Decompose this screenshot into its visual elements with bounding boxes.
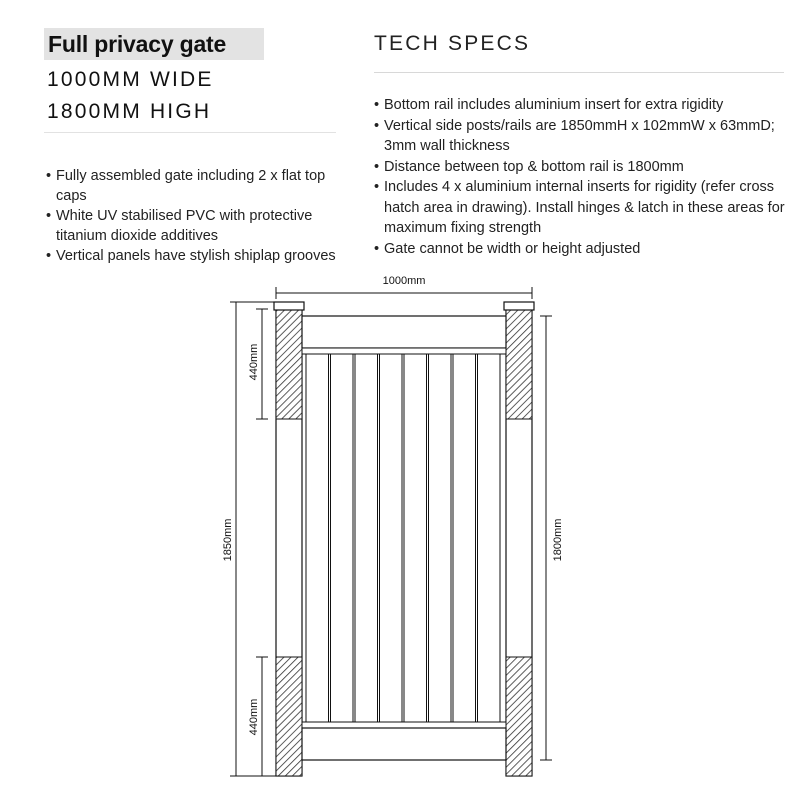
vertical-panels	[305, 353, 501, 723]
left-bottom-insert-hatch	[275, 656, 303, 777]
top-rail	[301, 315, 507, 349]
top-rail-lip	[301, 347, 507, 355]
tech-specs-divider	[374, 72, 784, 73]
rail-distance-dimension-label: 1800mm	[552, 519, 564, 562]
left-top-insert-hatch	[275, 308, 303, 420]
page-title: Full privacy gate	[44, 28, 264, 60]
spec-item: Distance between top & bottom rail is 18…	[374, 157, 794, 178]
bottom-insert-dimension-label: 440mm	[248, 699, 260, 736]
right-top-insert-hatch	[505, 308, 533, 420]
vertical-panel	[305, 353, 329, 723]
width-dimension-label: 1000mm	[383, 275, 426, 287]
vertical-panel	[452, 353, 476, 723]
right-top-cap	[503, 301, 535, 311]
vertical-panel	[428, 353, 452, 723]
spec-item: Gate cannot be width or height adjusted	[374, 239, 794, 260]
feature-item: Vertical panels have stylish shiplap gro…	[46, 246, 346, 266]
spec-item: Vertical side posts/rails are 1850mmH x …	[374, 116, 794, 157]
vertical-panel	[330, 353, 354, 723]
spec-item: Includes 4 x aluminium internal inserts …	[374, 177, 794, 239]
vertical-panel	[379, 353, 403, 723]
vertical-panel	[354, 353, 378, 723]
top-insert-dimension-label: 440mm	[248, 344, 260, 381]
gate-height-heading: 1800MM HIGH	[47, 100, 212, 123]
vertical-panel	[403, 353, 427, 723]
gate-width-heading: 1000MM WIDE	[47, 68, 214, 91]
left-top-cap	[273, 301, 305, 311]
spec-item: Bottom rail includes aluminium insert fo…	[374, 95, 794, 116]
left-divider	[44, 132, 336, 133]
vertical-panel	[477, 353, 501, 723]
feature-list: Fully assembled gate including 2 x flat …	[46, 166, 346, 266]
feature-item: White UV stabilised PVC with protective …	[46, 206, 346, 246]
tech-specs-list: Bottom rail includes aluminium insert fo…	[374, 95, 794, 259]
right-bottom-insert-hatch	[505, 656, 533, 777]
bottom-rail	[301, 727, 507, 761]
page-title-text: Full privacy gate	[48, 31, 227, 57]
bottom-rail-lip	[301, 721, 507, 729]
feature-item: Fully assembled gate including 2 x flat …	[46, 166, 346, 206]
overall-height-dimension-label: 1850mm	[222, 519, 234, 562]
tech-specs-title: TECH SPECS	[374, 32, 531, 55]
